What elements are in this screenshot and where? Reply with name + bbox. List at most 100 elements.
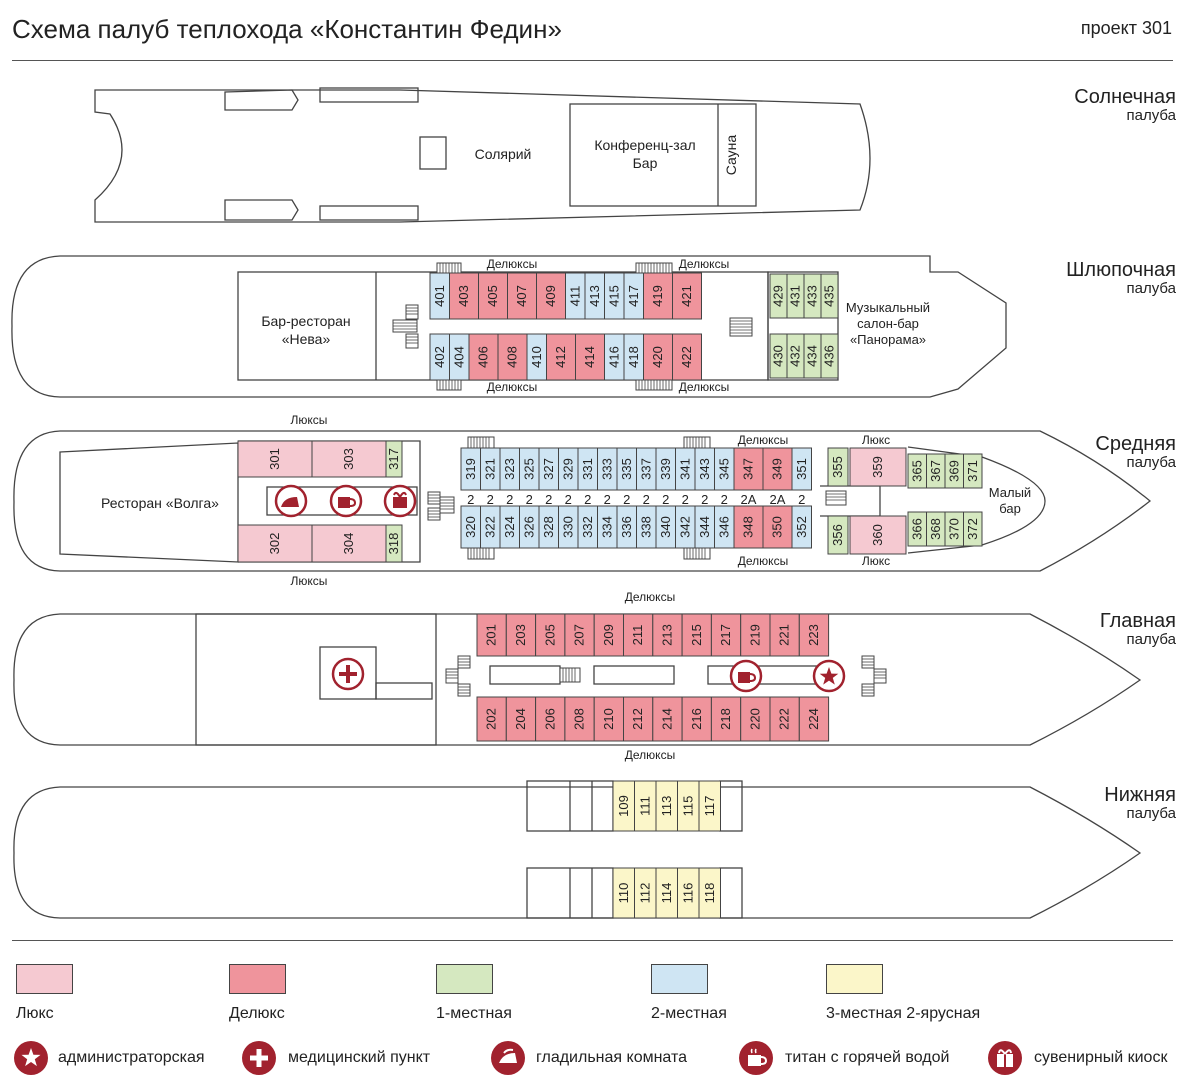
iron-icon (491, 1041, 525, 1075)
delux-label: Делюксы (625, 748, 675, 762)
cabin-350: 350 (762, 505, 793, 549)
cabin-330: 330 (558, 505, 579, 549)
cabin-number: 301 (267, 448, 282, 470)
small-bar-label: Малый (989, 485, 1031, 500)
cabin-429: 429 (769, 273, 788, 319)
cabin-number: 334 (599, 516, 614, 538)
page-title: Схема палуб теплохода «Константин Федин» (12, 14, 562, 44)
deck-sub: палуба (1126, 107, 1176, 124)
cabin-number: 116 (680, 883, 695, 904)
cabin-410: 410 (526, 333, 547, 381)
cabin-number: 331 (580, 458, 595, 480)
cabin-402: 402 (429, 333, 450, 381)
legend-swatch-delux (229, 964, 286, 994)
main-corridor-block (489, 665, 561, 685)
stair (392, 319, 418, 333)
cabin-338: 338 (636, 505, 657, 549)
cabin-336: 336 (616, 505, 637, 549)
cabin-number: 405 (485, 285, 500, 307)
cabin-337: 337 (636, 447, 657, 491)
cabin-number: 346 (716, 516, 731, 538)
stairs (392, 262, 887, 697)
cabin-number: 401 (432, 285, 447, 307)
main-deck-hull (13, 613, 1142, 746)
cabin-431: 431 (786, 273, 805, 319)
boat-deck-hull (11, 255, 1007, 398)
cabin-number: 223 (806, 624, 821, 646)
cabin-334: 334 (597, 505, 618, 549)
stair (683, 436, 711, 449)
lower-deck-hull (13, 786, 1142, 919)
cabin-319: 319 (460, 447, 481, 491)
cabin-number: 320 (463, 516, 478, 538)
cabin-number: 211 (630, 625, 645, 646)
cabin-333: 333 (597, 447, 618, 491)
cabin-capacity: 2 (623, 492, 630, 507)
cabin-number: 420 (650, 346, 665, 368)
cabin-number: 404 (451, 346, 466, 368)
cabin-number: 433 (805, 285, 820, 307)
cabin-number: 204 (513, 708, 528, 730)
delux-label: Делюксы (679, 380, 729, 394)
deck-name: Нижняя (1104, 784, 1176, 806)
cabin-351: 351 (791, 447, 812, 491)
cabin-capacity: 2 (545, 492, 552, 507)
medical-cross-icon (331, 657, 365, 691)
cabin-number: 216 (689, 708, 704, 730)
cabin-number: 206 (542, 708, 557, 730)
legend-icon-label: гладильная комната (536, 1049, 688, 1066)
cabin-number: 435 (822, 285, 837, 307)
deck-label-middle: Средняя палуба (1095, 433, 1176, 470)
cabin-116: 116 (677, 867, 700, 919)
legend-label: Делюкс (229, 1005, 285, 1022)
cabin-404: 404 (449, 333, 470, 381)
stair (439, 496, 455, 514)
stair (445, 668, 459, 684)
cabin-412: 412 (546, 333, 576, 381)
cabin-capacity: 2 (662, 492, 669, 507)
deck-label-sun: Солнечная палуба (1074, 86, 1176, 123)
cabin-355: 355 (827, 447, 849, 487)
cabin-215: 215 (681, 613, 712, 657)
cabin-number: 436 (822, 345, 837, 367)
cabin-number: 411 (567, 286, 582, 307)
deck-sub: палуба (1126, 631, 1176, 648)
cabin-number: 368 (928, 518, 943, 540)
cabin-number: 336 (619, 516, 634, 538)
cabin-number: 112 (637, 883, 652, 904)
legend-swatch-double (651, 964, 708, 994)
cabin-370: 370 (944, 511, 964, 547)
cabin-number: 221 (777, 624, 792, 646)
cabin-number: 109 (616, 795, 631, 817)
cabin-403: 403 (449, 272, 479, 320)
legend-label: 3-местная 2-ярусная (826, 1005, 981, 1022)
star-icon (812, 659, 846, 693)
cabin-208: 208 (564, 696, 595, 742)
lux-label: Люкс (862, 554, 890, 568)
cabin-117: 117 (698, 780, 721, 832)
cabin-capacity: 2А (741, 492, 757, 507)
cabin-number: 407 (514, 285, 529, 307)
luxes-label: Люксы (291, 574, 328, 588)
stair (467, 547, 495, 560)
cabin-number: 302 (267, 533, 282, 555)
sun-deck-deco (224, 89, 299, 111)
cabin-number: 210 (601, 708, 616, 730)
cabin-number: 350 (770, 516, 785, 538)
cabin-304: 304 (311, 524, 387, 563)
cabin-369: 369 (944, 453, 964, 489)
legend-swatch-triple (826, 964, 883, 994)
cabin-number: 366 (909, 518, 924, 540)
cabin-number: 416 (606, 346, 621, 368)
hot-cup-icon (729, 659, 763, 693)
cabin-number: 367 (928, 460, 943, 482)
cabin-number: 327 (541, 458, 556, 480)
cabin-114: 114 (655, 867, 678, 919)
cabin-327: 327 (538, 447, 559, 491)
cabin-218: 218 (710, 696, 742, 742)
cabin-323: 323 (499, 447, 520, 491)
cabin-number: 213 (659, 624, 674, 646)
cabin-430: 430 (769, 333, 788, 379)
cabin-number: 406 (476, 346, 491, 368)
cabin-301: 301 (237, 440, 313, 478)
